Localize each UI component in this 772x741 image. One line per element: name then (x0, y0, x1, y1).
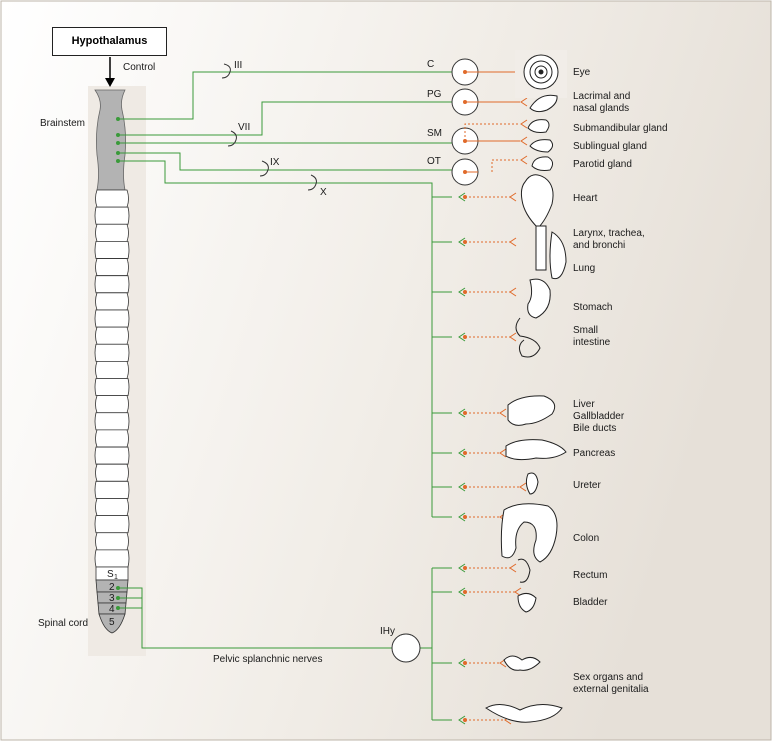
stomach-illustration (527, 278, 551, 319)
sacral-2-label: 2 (109, 582, 115, 593)
organ-illustrations (485, 50, 567, 723)
heart-illustration (520, 174, 554, 229)
nerve-x-label: X (320, 187, 327, 198)
sacral-s-subscript: 1 (114, 574, 118, 581)
parotid-illustration (531, 156, 554, 171)
ganglion-ihy-label: IHy (380, 626, 395, 637)
bladder-illustration (517, 592, 537, 613)
spinal-segment (95, 395, 129, 414)
liver-illustration (507, 395, 556, 426)
spinal-segment (94, 549, 130, 568)
postganglionic-fibers (464, 71, 520, 721)
nerve-vii-label: VII (238, 122, 250, 133)
spinal-segment (94, 241, 130, 259)
spinal-segment (95, 532, 129, 551)
organ-submandibular: Submandibular gland (573, 123, 668, 134)
ganglion-c-label: C (427, 59, 434, 70)
hypothalamus-box: Hypothalamus (52, 27, 167, 56)
spinal-segment (95, 326, 129, 345)
organ-heart: Heart (573, 193, 598, 204)
spinal-segment (95, 189, 129, 208)
organ-bile-ducts: Bile ducts (573, 423, 616, 434)
cranial-preganglionic-fibers (118, 71, 452, 721)
nerve-ix-label: IX (270, 157, 280, 168)
ureter-illustration (525, 472, 539, 495)
preganglionic-nuclei (116, 117, 120, 610)
small-intestine-illustration (515, 317, 541, 358)
ganglion-sm-label: SM (427, 128, 442, 139)
spinal-segment (94, 446, 130, 465)
inferior-hypogastric-plexus (391, 633, 421, 663)
sacral-4-label: 4 (109, 604, 115, 615)
organ-parotid: Parotid gland (573, 159, 632, 170)
spinal-segment (95, 429, 129, 448)
spinal-segment (94, 378, 130, 397)
spinal-segment (95, 223, 129, 242)
sacral-s-label: S (107, 569, 114, 580)
lacrimal-illustration (529, 94, 558, 113)
organ-larynx-2: and bronchi (573, 240, 625, 251)
cranial-nerve-loops (221, 63, 317, 191)
organ-lacrimal-2: nasal glands (573, 103, 629, 114)
organ-colon: Colon (573, 533, 599, 544)
spinal-segment (94, 275, 130, 294)
nerve-iii-label: III (234, 60, 242, 71)
organ-small-1: Small (573, 325, 598, 336)
organ-larynx-1: Larynx, trachea, (573, 228, 645, 239)
ganglion-ot-label: OT (427, 156, 441, 167)
sacral-3-label: 3 (109, 593, 115, 604)
spinal-cord-label: Spinal cord (38, 618, 88, 629)
organ-rectum: Rectum (573, 570, 607, 581)
submandibular-illustration (527, 119, 550, 133)
spinal-segment (95, 292, 129, 311)
control-arrowhead (105, 78, 115, 87)
spinal-segment (95, 498, 129, 516)
sacral-region (95, 566, 129, 634)
brainstem-label: Brainstem (40, 118, 85, 129)
diagram-labels: Control Brainstem Spinal cord III VII IX… (38, 59, 668, 695)
organ-lacrimal-1: Lacrimal and (573, 91, 630, 102)
spinal-cord-segments (94, 189, 130, 568)
ganglia (391, 58, 479, 663)
colon-illustration (500, 503, 558, 563)
ganglion-pg-label: PG (427, 89, 442, 100)
sex-organs-illustration-1 (503, 655, 541, 671)
spinal-segment (94, 309, 130, 328)
organ-lung: Lung (573, 263, 595, 274)
pelvic-nerves-label: Pelvic splanchnic nerves (213, 654, 323, 665)
organ-eye: Eye (573, 67, 591, 78)
organ-sublingual: Sublingual gland (573, 141, 647, 152)
trachea-illustration (535, 225, 547, 271)
spinal-segment (94, 343, 130, 362)
sex-organs-illustration-2 (485, 704, 563, 723)
postganglionic-dots (463, 70, 467, 722)
organ-sex-2: external genitalia (573, 684, 649, 695)
spinal-segment (95, 360, 129, 379)
sacral-5-label: 5 (109, 617, 115, 628)
organ-stomach: Stomach (573, 302, 612, 313)
organ-sex-1: Sex organs and (573, 672, 643, 683)
spinal-segment (94, 206, 130, 225)
organ-bladder: Bladder (573, 597, 608, 608)
organ-pancreas: Pancreas (573, 448, 615, 459)
spinal-segment (94, 515, 130, 534)
organ-ureter: Ureter (573, 480, 601, 491)
organ-liver: Liver (573, 399, 595, 410)
control-label: Control (123, 62, 155, 73)
spinal-segment (94, 412, 130, 431)
rectum-illustration (517, 558, 531, 583)
organ-small-2: intestine (573, 337, 611, 348)
spinal-segment (94, 480, 130, 499)
pancreas-illustration (505, 439, 567, 461)
lung-illustration (549, 231, 567, 280)
spinal-segment (95, 258, 129, 277)
sublingual-illustration (529, 139, 554, 153)
organ-gallbladder: Gallbladder (573, 411, 625, 422)
spinal-segment (95, 463, 129, 482)
